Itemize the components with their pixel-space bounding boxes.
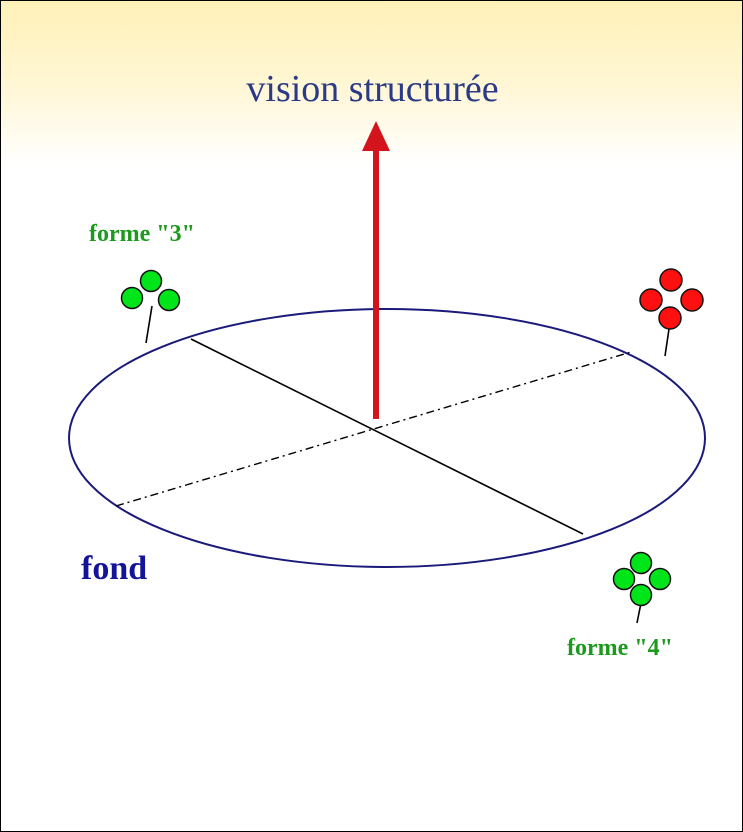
forme-3-label: forme "3": [89, 221, 195, 247]
red-shape-four: [639, 268, 704, 357]
ground-ellipse: [68, 308, 706, 568]
forme-4-label: forme "4": [567, 635, 673, 661]
green-shape-three: [120, 269, 181, 344]
green-shape-four: [612, 551, 672, 624]
vision-arrow: [362, 121, 390, 419]
solid-axis: [190, 338, 584, 535]
fond-label: fond: [81, 550, 148, 587]
title: vision structurée: [246, 68, 499, 110]
